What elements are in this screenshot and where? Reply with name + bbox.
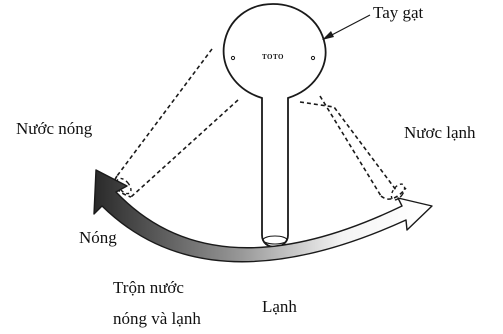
handle-leader-arrow (322, 14, 371, 40)
brand-logo: TOTO (262, 53, 284, 61)
mix-label-line1: Trộn nước (113, 278, 184, 297)
hot-position-label: Nước nóng (16, 119, 93, 138)
hot-position-outline (113, 48, 239, 198)
lever-handle (222, 3, 327, 248)
mix-label-line2: nóng và lạnh (113, 309, 201, 328)
cold-direction-label: Lạnh (262, 297, 297, 316)
direction-arc-arrow (93, 169, 433, 263)
hot-direction-label: Nóng (79, 228, 117, 247)
handle-label: Tay gạt (373, 3, 424, 22)
cold-position-outline (299, 95, 407, 201)
cold-position-label: Nươc lạnh (404, 123, 476, 142)
